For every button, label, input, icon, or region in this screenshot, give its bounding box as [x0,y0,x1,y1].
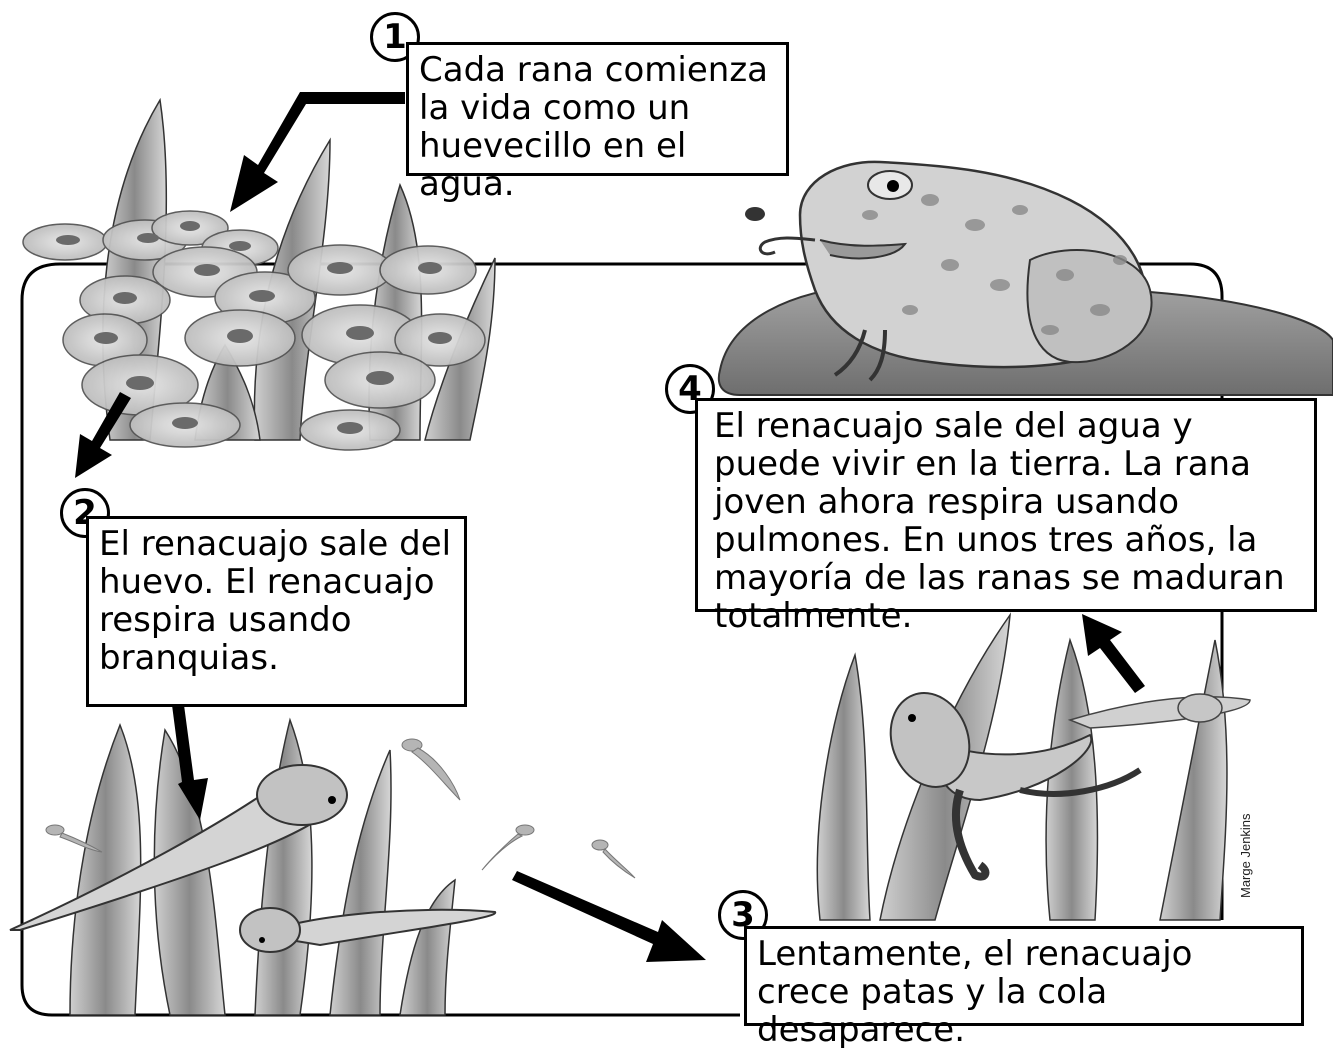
step-3-text-box: Lentamente, el renacuajo crece patas y l… [744,926,1304,1049]
step-4-text-box: El renacuajo sale del agua y puede vivir… [695,398,1317,635]
arrow-eggs-to-2 [75,392,131,478]
froglet-illustration [816,612,1251,921]
cycle-arrows [75,92,1145,962]
arrow-1-to-eggs [230,92,405,212]
adult-frog-illustration [717,160,1333,396]
tadpoles-illustration [9,717,636,1016]
arrow-3-to-4 [1082,614,1145,693]
step-1-text-box: Cada rana comienza la vida como un hueve… [406,42,789,203]
arrow-2-to-tadpoles [172,705,208,820]
frog-eggs-illustration [22,97,496,451]
arrow-tadpoles-to-3 [512,871,706,962]
artist-credit: Marge Jenkins [1238,813,1253,898]
cycle-frame [20,262,1224,1017]
step-2-text-box: El renacuajo sale del huevo. El renacuaj… [86,516,467,707]
life-cycle-illustration [9,92,1333,1017]
